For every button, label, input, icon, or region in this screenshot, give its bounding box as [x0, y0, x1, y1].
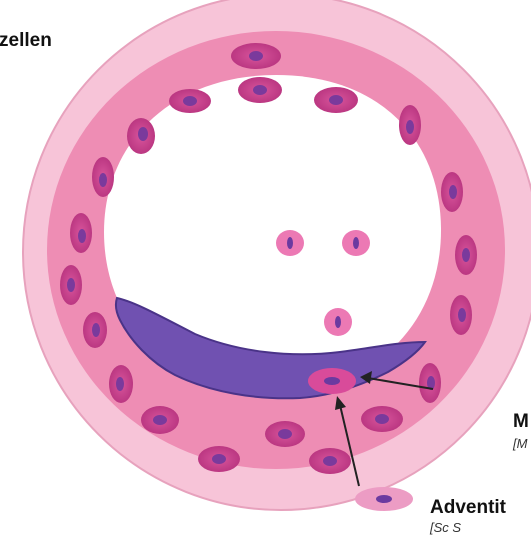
blood-cell: [324, 308, 352, 336]
muscle-cell: [70, 213, 92, 253]
label-zellen: zellen: [0, 30, 52, 52]
muscle-cell: [60, 265, 82, 305]
muscle-cell: [309, 448, 351, 474]
label-adventitia-sub: [Sc S: [430, 520, 461, 535]
muscle-cell: [361, 406, 403, 432]
muscle-cell: [127, 118, 155, 154]
muscle-cell: [231, 43, 281, 69]
muscle-cell: [399, 105, 421, 145]
muscle-cell: [265, 421, 305, 447]
muscle-cell: [450, 295, 472, 335]
muscle-cell: [83, 312, 107, 348]
blood-cell: [342, 230, 370, 256]
blood-cell: [276, 230, 304, 256]
clot-cell: [308, 368, 356, 394]
muscle-cell: [141, 406, 179, 434]
label-media: M: [513, 411, 529, 433]
muscle-cell: [441, 172, 463, 212]
muscle-cell: [198, 446, 240, 472]
muscle-cell: [455, 235, 477, 275]
adventitia-cell: [355, 487, 413, 511]
label-media-sub: [M: [513, 436, 527, 451]
muscle-cell: [314, 87, 358, 113]
muscle-cell: [419, 363, 441, 403]
muscle-cell: [238, 77, 282, 103]
muscle-cell: [109, 365, 133, 403]
label-adventitia: Adventit: [430, 497, 506, 519]
muscle-cell: [169, 89, 211, 113]
muscle-cell: [92, 157, 114, 197]
